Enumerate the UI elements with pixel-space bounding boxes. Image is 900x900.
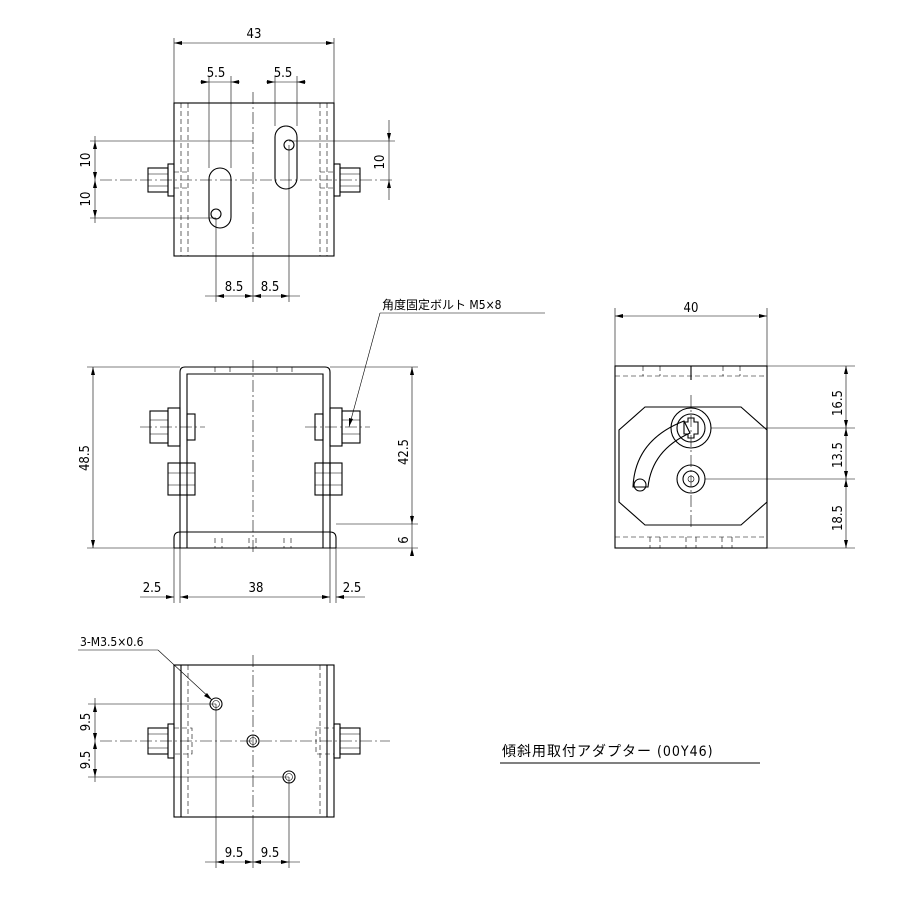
front-left-bolt: [140, 407, 205, 447]
dim-bottom-left-lower: 9.5: [79, 751, 94, 770]
bottom-view: 3-M3.5×0.6 9.5 9.5 9.5 9.5: [78, 635, 390, 868]
front-right-nut: [314, 462, 343, 496]
dim-front-inner-height: 42.5: [397, 439, 412, 465]
drawing-title: 傾斜用取付アダプター (00Y46): [502, 744, 714, 760]
dim-front-left-margin: 2.5: [143, 581, 162, 596]
dim-bottom-left: 9.5: [225, 846, 244, 861]
front-view: 角度固定ボルト M5×8 48.5 42.5 6 2.5 38: [78, 297, 545, 603]
dim-front-inner-width: 38: [249, 581, 264, 596]
dim-front-base: 6: [397, 536, 412, 543]
dim-bottom-left-upper: 9.5: [79, 713, 94, 732]
top-view: 43 5.5 5.5 10 10 10: [79, 27, 395, 302]
dim-side-upper: 16.5: [831, 390, 846, 416]
top-right-slot: [274, 125, 298, 190]
dim-top-right: 10: [373, 155, 388, 170]
side-arc-slot: [632, 420, 691, 488]
bolt-callout: 角度固定ボルト M5×8: [382, 297, 502, 312]
dim-top-slot-left: 5.5: [207, 66, 226, 81]
thread-callout: 3-M3.5×0.6: [80, 635, 144, 649]
top-left-bolt: [147, 163, 188, 197]
front-left-nut: [167, 462, 196, 496]
dim-side-middle: 13.5: [831, 442, 846, 468]
bottom-left-bolt: [147, 723, 193, 759]
bottom-right-bolt: [315, 723, 361, 759]
dim-front-right-margin: 2.5: [343, 581, 362, 596]
top-left-slot: [208, 167, 232, 229]
front-bracket-outer: [179, 366, 331, 548]
title-block: 傾斜用取付アダプター (00Y46): [500, 744, 760, 764]
top-left-hole: [210, 208, 222, 220]
dim-side-width: 40: [684, 301, 699, 316]
bottom-hole-center: [246, 734, 260, 748]
top-right-bolt: [320, 163, 361, 197]
side-view: 40 16.5 13.5 18.5: [614, 301, 855, 549]
dim-top-left-upper: 10: [79, 153, 94, 168]
dim-top-slot-right: 5.5: [274, 66, 293, 81]
dim-bottom-right: 9.5: [261, 846, 280, 861]
dim-side-lower: 18.5: [831, 505, 846, 531]
dim-top-width: 43: [247, 27, 262, 42]
side-inner-plate: [618, 406, 768, 526]
dim-top-bottom-right: 8.5: [261, 280, 280, 295]
top-body-outline: [173, 102, 335, 257]
dim-front-height: 48.5: [78, 445, 93, 471]
dim-top-bottom-left: 8.5: [225, 280, 244, 295]
front-right-bolt: [305, 407, 370, 447]
dim-top-left-lower: 10: [79, 192, 94, 207]
